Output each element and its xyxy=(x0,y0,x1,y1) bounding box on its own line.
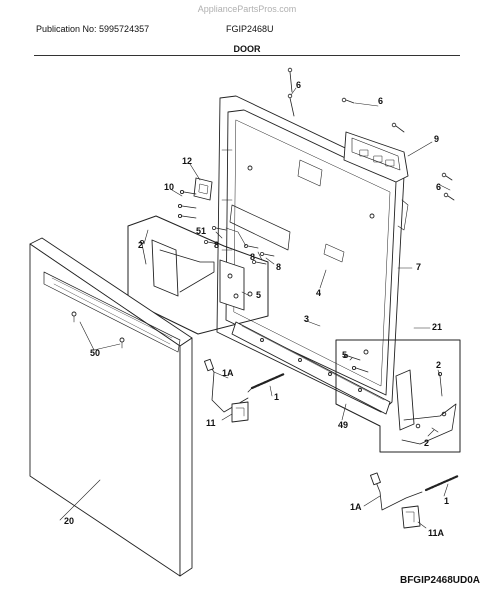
callout-2: 2 xyxy=(138,240,143,250)
left-hinge-detail xyxy=(127,215,269,335)
section-title: DOOR xyxy=(233,44,261,54)
callout-1: 1 xyxy=(444,496,449,506)
callout-4: 4 xyxy=(316,288,321,298)
outer-door-panel xyxy=(29,237,193,577)
watermark-text: AppliancePartsPros.com xyxy=(197,4,297,14)
callout-20: 20 xyxy=(64,516,74,526)
callout-7: 7 xyxy=(416,262,421,272)
callout-6: 6 xyxy=(378,96,383,106)
callout-labels: 6 6 9 6 12 10 7 51 8 8 8 4 2 5 3 21 5 2 … xyxy=(64,80,449,538)
small-screws xyxy=(204,226,275,265)
callout-11: 11 xyxy=(206,418,216,428)
leader-lines xyxy=(59,87,451,529)
callout-1: 1 xyxy=(274,392,279,402)
callout-8: 8 xyxy=(250,252,255,262)
diagram-code: BFGIP2468UD0A xyxy=(399,575,480,586)
callout-10: 10 xyxy=(164,182,174,192)
callout-8: 8 xyxy=(276,262,281,272)
callout-6: 6 xyxy=(436,182,441,192)
callout-9: 9 xyxy=(434,134,439,144)
callout-49: 49 xyxy=(338,420,348,430)
door-latch xyxy=(177,177,213,219)
control-module xyxy=(343,131,409,183)
model-number: FGIP2468U xyxy=(226,24,274,34)
bottom-trim-rail xyxy=(231,321,391,415)
callout-6: 6 xyxy=(296,80,301,90)
callout-5: 5 xyxy=(256,290,261,300)
publication-number: Publication No: 5995724357 xyxy=(36,24,150,34)
callout-12: 12 xyxy=(182,156,192,166)
callout-21: 21 xyxy=(432,322,442,332)
callout-2: 2 xyxy=(436,360,441,370)
callout-5: 5 xyxy=(342,350,347,360)
callout-11A: 11A xyxy=(428,528,445,538)
callout-8: 8 xyxy=(214,240,219,250)
left-spring-cable xyxy=(204,358,286,423)
callout-51: 51 xyxy=(196,226,206,236)
right-spring-cable xyxy=(370,472,460,529)
header-divider xyxy=(34,55,460,56)
callout-1A: 1A xyxy=(222,368,234,378)
callout-50: 50 xyxy=(90,348,100,358)
callout-3: 3 xyxy=(304,314,309,324)
callout-2: 2 xyxy=(424,438,429,448)
upper-screws xyxy=(287,67,455,201)
callout-1A: 1A xyxy=(350,502,362,512)
right-hinge-detail xyxy=(335,339,461,453)
